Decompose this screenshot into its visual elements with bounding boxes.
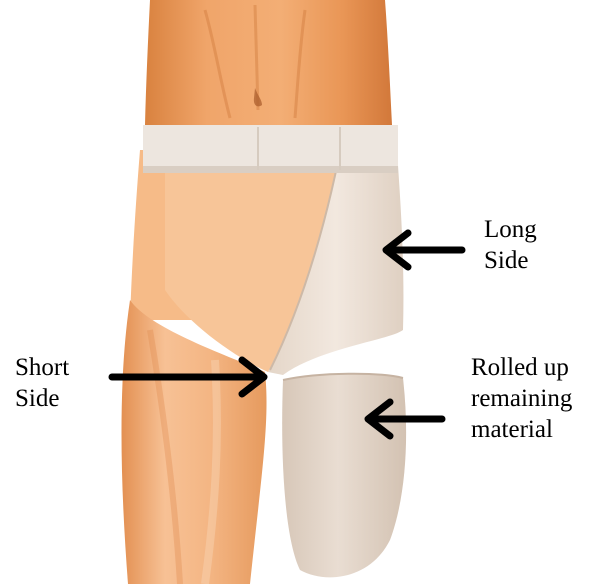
label-rolled-line-3: material [471,414,572,445]
waist-belt [143,125,398,173]
label-rolled-up-material: Rolled up remaining material [471,352,572,445]
label-long-side-line-1: Long [484,214,537,245]
belt-shadow [143,166,398,173]
torso [145,0,392,125]
label-long-side-line-2: Side [484,245,537,276]
label-rolled-line-1: Rolled up [471,352,572,383]
label-short-side-line-2: Side [15,383,69,414]
label-short-side-line-1: Short [15,352,69,383]
label-long-side: Long Side [484,214,537,276]
arrow-long-side [386,233,462,267]
label-short-side: Short Side [15,352,69,414]
label-rolled-line-2: remaining [471,383,572,414]
